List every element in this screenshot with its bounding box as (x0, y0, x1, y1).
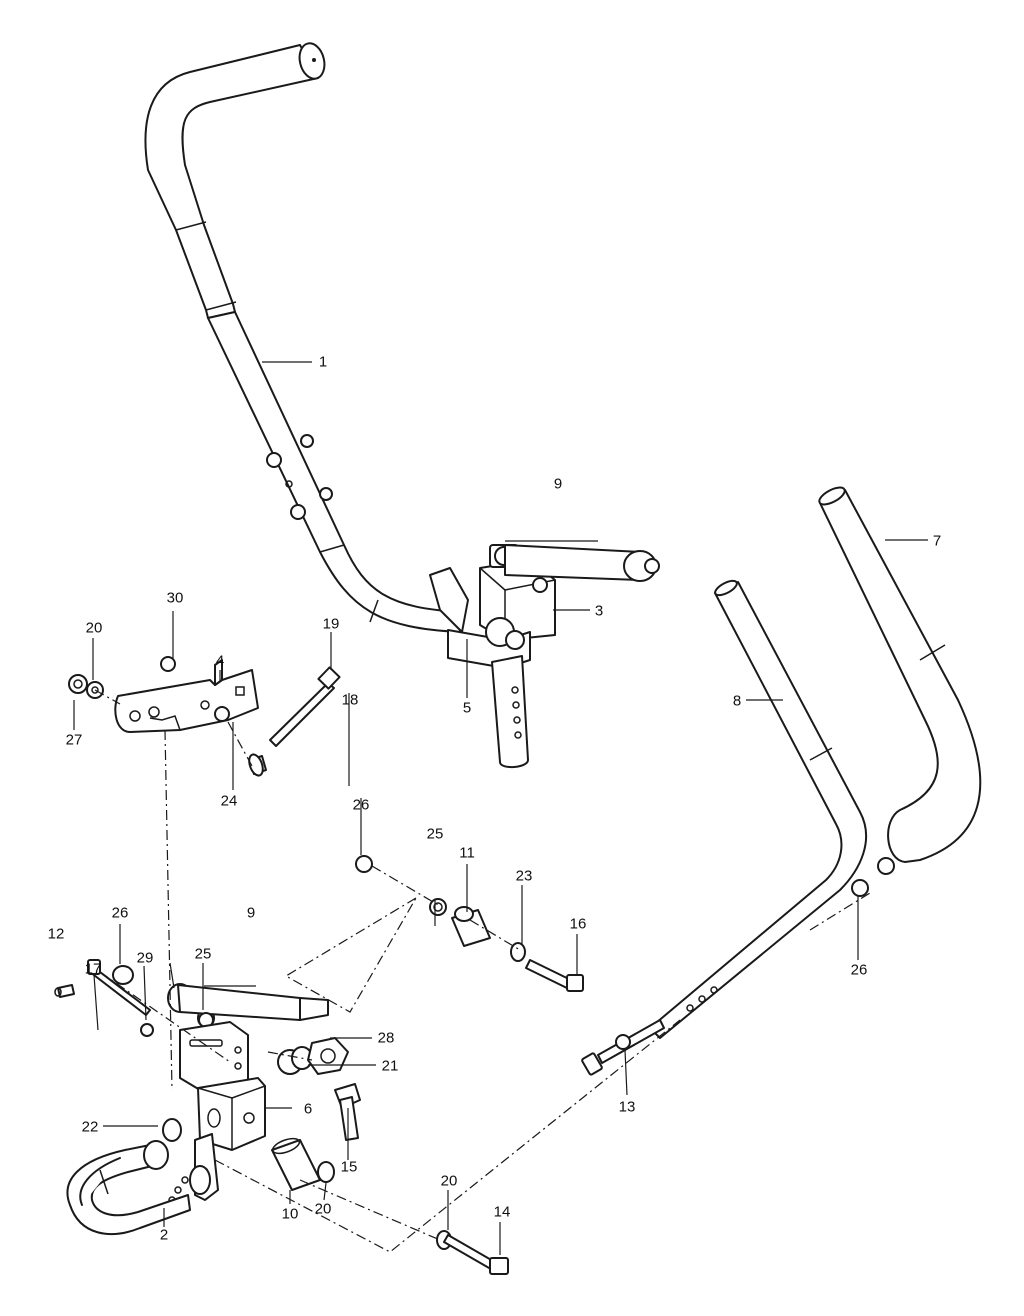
callout-5: 5 (462, 699, 472, 717)
callout-16: 16 (569, 915, 587, 933)
callout-3: 3 (594, 602, 604, 620)
callout-25-upper: 25 (426, 825, 444, 843)
callout-4: 4 (215, 652, 225, 670)
callout-1: 1 (318, 353, 328, 371)
callout-17: 17 (84, 960, 102, 978)
callout-9-upper: 9 (553, 475, 563, 493)
callout-6: 6 (303, 1100, 313, 1118)
mounting-plate (68, 656, 341, 777)
callout-15: 15 (340, 1158, 358, 1176)
callout-23: 23 (515, 867, 533, 885)
callout-29: 29 (136, 949, 154, 967)
bracket-assembly-upper (429, 544, 660, 768)
handle-bar-left (144, 42, 461, 633)
callout-30: 30 (166, 589, 184, 607)
handle-bar-right-lower (649, 579, 895, 1039)
callout-21: 21 (381, 1057, 399, 1075)
callout-28: 28 (377, 1029, 395, 1047)
callout-20-lower-right: 20 (440, 1172, 458, 1190)
callout-26-lower: 26 (111, 904, 129, 922)
callout-26-right: 26 (850, 961, 868, 979)
leader-lines (73, 361, 928, 1255)
callout-27: 27 (65, 731, 83, 749)
fasteners-right (355, 855, 665, 1275)
callout-8: 8 (732, 692, 742, 710)
callout-7: 7 (932, 532, 942, 550)
handle-bar-right-upper (818, 486, 982, 863)
callout-9-lower: 9 (246, 904, 256, 922)
callout-26-middle: 26 (352, 796, 370, 814)
callout-10: 10 (281, 1205, 299, 1223)
assembly-centerlines (94, 689, 871, 1253)
bracket-assembly-lower (54, 959, 361, 1204)
callout-14: 14 (493, 1203, 511, 1221)
callout-12: 12 (47, 925, 65, 943)
callout-20-plate: 20 (85, 619, 103, 637)
callout-24: 24 (220, 792, 238, 810)
foot-bar (66, 1140, 211, 1235)
callout-18: 18 (341, 691, 359, 709)
callout-2: 2 (159, 1226, 169, 1244)
callout-22: 22 (81, 1118, 99, 1136)
callout-13: 13 (618, 1098, 636, 1116)
callout-19: 19 (322, 615, 340, 633)
callout-20-lower: 20 (314, 1200, 332, 1218)
callout-11: 11 (459, 844, 475, 862)
callout-25-lower: 25 (194, 945, 212, 963)
